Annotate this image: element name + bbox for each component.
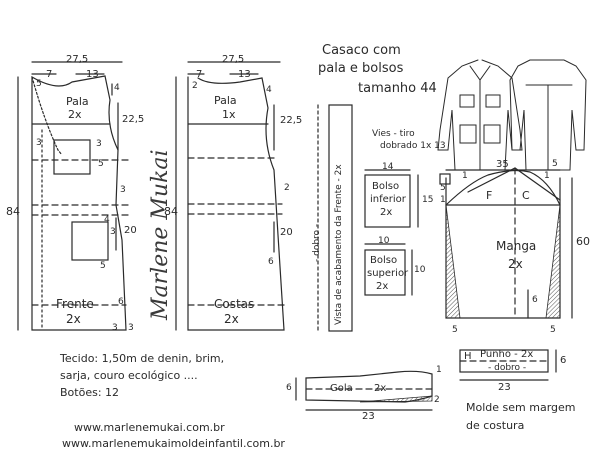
front-lower-pocket-a: 4	[104, 215, 110, 225]
bolso-inferior-label-3: 2x	[380, 207, 393, 218]
front-hem-a: 3	[112, 323, 118, 333]
back-dim-2: 2	[284, 183, 290, 193]
bolso-inferior-height: 15	[422, 195, 434, 205]
bias-note-line-1: Vies - tiro	[372, 129, 415, 139]
title-line-1: Casaco com	[322, 43, 401, 58]
collar-end-b: 2	[434, 395, 440, 405]
front-piece-outline	[31, 75, 133, 331]
sleeve-front-mark: F	[486, 189, 493, 202]
back-pala-label: Pala	[214, 94, 237, 107]
back-piece-outline	[187, 76, 285, 331]
back-pala-qty: 1x	[222, 108, 236, 121]
cuff-corner-mark: H	[464, 351, 472, 362]
designer-signature: Marlene Mukai	[148, 149, 173, 320]
bolso-superior-label-2: superior	[367, 268, 409, 279]
cuff-fold-label: - dobro -	[488, 363, 527, 373]
back-shoulder-slope-label: 4	[266, 85, 272, 95]
seam-note-line-1: Molde sem margem	[466, 401, 576, 414]
front-lower-pocket-b: 3	[110, 227, 116, 237]
sleeve-label: Manga	[496, 239, 537, 253]
bolso-superior-height: 10	[414, 265, 426, 275]
sleeve-qty: 2x	[508, 257, 523, 271]
front-length-label: 84	[6, 205, 20, 218]
fabric-note-line-1: Tecido: 1,50m de denin, brim,	[60, 352, 225, 365]
facing-label: Vista de acabamento da Frente - 2x	[334, 164, 344, 325]
fabric-note-line-3: Botões: 12	[60, 386, 120, 399]
back-piece-label: Costas	[214, 297, 255, 311]
back-armhole-depth-label: 22,5	[280, 115, 303, 126]
front-armhole-depth-label: 22,5	[122, 114, 145, 125]
back-shoulder-a-label: 7	[196, 69, 203, 80]
front-dimension-lines	[17, 61, 123, 331]
front-piece-label: Frente	[56, 297, 94, 311]
front-pala-label: Pala	[66, 95, 89, 108]
website-url-1: www.marlenemukai.com.br	[74, 421, 225, 434]
cuff-height-label: 6	[560, 355, 567, 366]
fabric-note-line-2: sarja, couro ecológico ....	[60, 369, 198, 382]
back-dim-20: 20	[280, 227, 293, 238]
sleeve-width-label: 35	[496, 159, 509, 170]
front-shoulder-b-label: 13	[86, 69, 99, 80]
front-pala-qty: 2x	[68, 108, 82, 121]
bolso-inferior-label-2: inferior	[370, 194, 406, 205]
sleeve-piece	[445, 167, 573, 319]
jacket-sketch	[437, 59, 587, 171]
bolso-inferior-width: 14	[382, 162, 394, 172]
sleeve-tick: 5	[440, 183, 446, 193]
back-width-label: 27,5	[222, 54, 245, 65]
website-url-2: www.marlenemukaimoldeinfantil.com.br	[62, 437, 285, 450]
sleeve-cuff-width: 6	[532, 295, 538, 305]
bolso-inferior-label-1: Bolso	[372, 181, 400, 192]
back-dim-6: 6	[268, 257, 274, 267]
back-length-label: 84	[164, 205, 178, 218]
seam-note-line-2: de costura	[466, 419, 525, 432]
sleeve-back-mark: C	[522, 189, 530, 202]
front-pocket-top-label: 3	[36, 138, 42, 148]
front-bottom-dim: 6	[118, 297, 124, 307]
front-waist-dim: 20	[124, 225, 137, 236]
front-shoulder-a-label: 7	[46, 69, 53, 80]
front-hem-b: 3	[128, 323, 134, 333]
sleeve-cap-c: 1	[440, 195, 446, 205]
front-neck-drop-label: 5	[36, 79, 42, 89]
collar-left-label: 6	[286, 383, 292, 393]
front-pocket-offset-a: 3	[96, 139, 102, 149]
collar-piece	[295, 370, 433, 411]
collar-qty: 2x	[374, 383, 387, 394]
collar-label: Gola	[330, 383, 353, 394]
title-line-2: pala e bolsos	[318, 61, 404, 76]
front-pocket-offset-b: 5	[98, 159, 104, 169]
sleeve-cap-a: 1	[462, 171, 468, 181]
facing-fold-label: - dobro -	[312, 223, 322, 262]
pocket-shapes	[364, 169, 419, 296]
cuff-width-label: 23	[498, 382, 511, 393]
back-neck-drop-label: 2	[192, 81, 198, 91]
title-line-3: tamanho 44	[358, 81, 437, 96]
facing-strip	[317, 104, 353, 332]
back-dimension-lines	[175, 61, 281, 331]
cuff-piece	[459, 349, 557, 381]
sleeve-bottom-b: 5	[550, 325, 556, 335]
bolso-superior-label-3: 2x	[376, 281, 389, 292]
sleeve-top-dim: 5	[552, 159, 558, 169]
bias-strip-box	[439, 173, 451, 185]
front-hem-dim: 3	[120, 185, 126, 195]
bias-note-line-2: dobrado 1x 13	[380, 141, 446, 151]
front-piece-qty: 2x	[66, 312, 81, 326]
collar-width-label: 23	[362, 411, 375, 422]
collar-end-a: 1	[436, 365, 442, 375]
front-width-label: 27,5	[66, 54, 89, 65]
sleeve-cap-b: 1	[544, 171, 550, 181]
back-piece-qty: 2x	[224, 312, 239, 326]
front-shoulder-slope-label: 4	[114, 83, 120, 93]
bolso-superior-label-1: Bolso	[370, 255, 398, 266]
cuff-label: Punho - 2x	[480, 349, 534, 360]
back-shoulder-b-label: 13	[238, 69, 251, 80]
bolso-superior-width: 10	[378, 236, 390, 246]
sleeve-length-label: 60	[576, 235, 590, 248]
sleeve-bottom-a: 5	[452, 325, 458, 335]
front-lower-pocket-c: 5	[100, 261, 106, 271]
